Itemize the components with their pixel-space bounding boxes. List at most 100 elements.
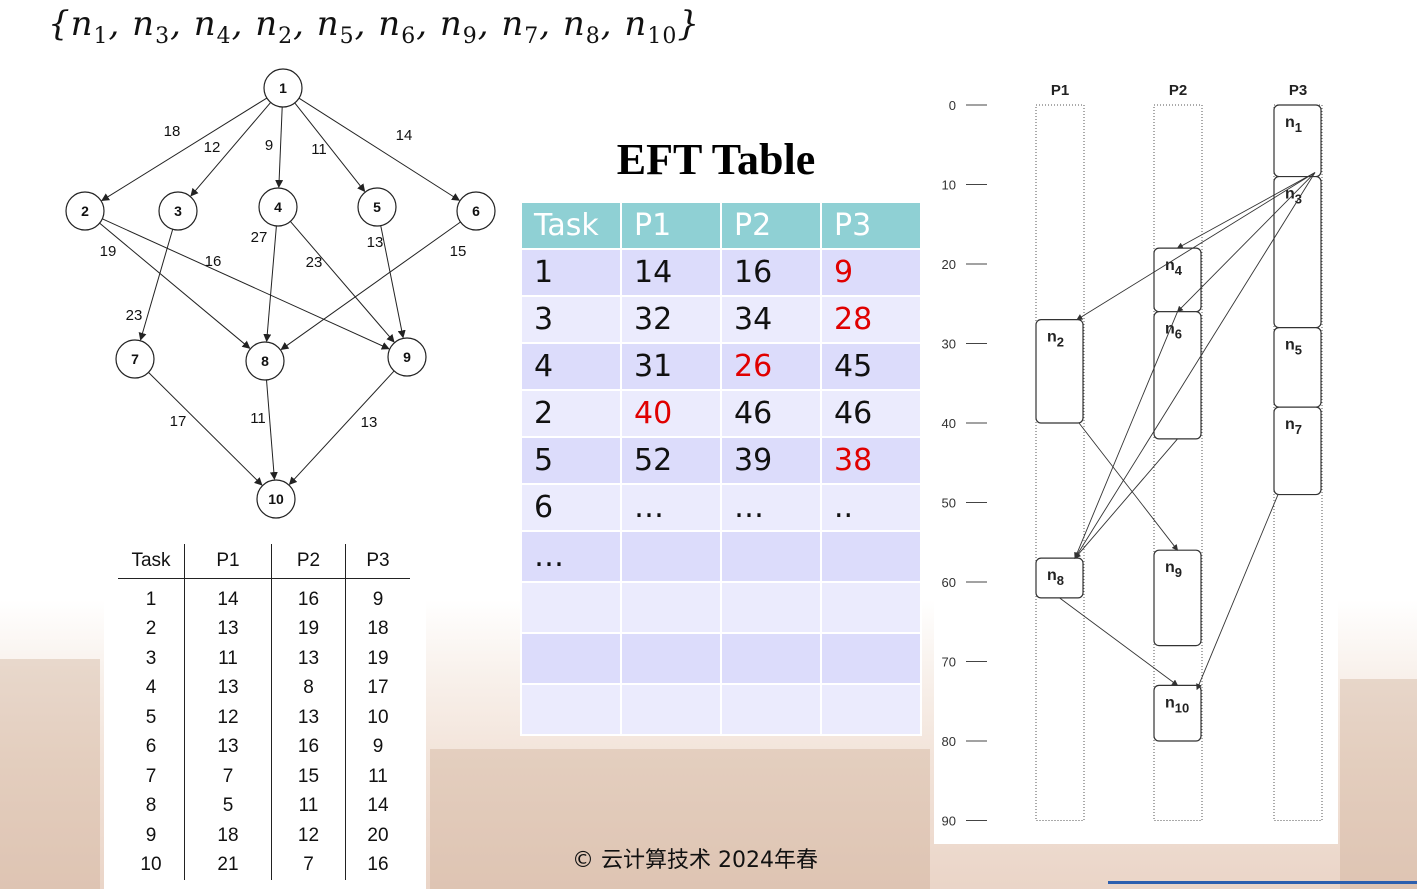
- comp-cell: 6: [118, 732, 185, 762]
- eft-header-p1: P1: [620, 201, 722, 250]
- eft-header-p2: P2: [720, 201, 822, 250]
- comp-cell: 13: [184, 614, 272, 644]
- order-list: n1, n3, n4, n2, n5, n6, n9, n7, n8, n10: [71, 4, 678, 49]
- eft-row: [520, 632, 922, 685]
- gantt-processor-header: P3: [1289, 82, 1307, 99]
- dag-edge-weight: 19: [100, 243, 117, 260]
- comp-cell: 9: [372, 588, 384, 610]
- eft-row: 6……..: [520, 483, 922, 532]
- eft-cell: 52: [620, 436, 722, 485]
- eft-cell: [820, 683, 922, 736]
- gantt-dependency-arrow: [1176, 172, 1316, 313]
- dag-edge-9-10: [288, 370, 395, 486]
- order-item: n5,: [316, 4, 379, 49]
- gantt-processor-lane: [1035, 104, 1085, 821]
- dag-node-label: 10: [268, 491, 284, 507]
- gantt-tick-label: 80: [942, 734, 956, 749]
- gantt-tick-label: 20: [942, 257, 956, 272]
- dag-node-7: [115, 339, 155, 379]
- dag-node-label: 6: [472, 203, 480, 219]
- eft-cell: ..: [820, 483, 922, 532]
- dag-edge-weight: 14: [396, 127, 413, 144]
- eft-cell-min: 40: [620, 389, 722, 438]
- gantt-dependency-arrow: [1196, 494, 1279, 691]
- eft-cell: 5: [520, 436, 622, 485]
- gantt-tick-label: 10: [942, 178, 956, 193]
- footer-divider: [1108, 881, 1417, 884]
- dag-node-label: 4: [274, 199, 282, 215]
- comp-header-task: Task: [118, 544, 185, 579]
- comp-cell: 7: [184, 762, 272, 792]
- dag-node-label: 2: [81, 203, 89, 219]
- dag-node-1: [263, 68, 303, 108]
- comp-cell: 20: [367, 824, 389, 846]
- comp-cell: 13: [271, 703, 346, 733]
- eft-cell: 2: [520, 389, 622, 438]
- dag-edge-weight: 13: [367, 234, 384, 251]
- gantt-task-label: n6: [1165, 321, 1182, 342]
- gantt-tick-label: 30: [942, 337, 956, 352]
- eft-cell: 1: [520, 248, 622, 297]
- gantt-tick-label: 70: [942, 655, 956, 670]
- eft-cell: 6: [520, 483, 622, 532]
- dag-edge-weight: 13: [361, 414, 378, 431]
- comp-cell: 10: [367, 706, 389, 728]
- gantt-dependency-arrow: [1059, 597, 1179, 686]
- order-item: n4,: [193, 4, 256, 49]
- gantt-task-box: [1273, 327, 1322, 408]
- dag-edge-1-2: [101, 97, 268, 201]
- dag-edge-weight: 23: [126, 307, 143, 324]
- comp-cell: 12: [271, 821, 346, 851]
- order-item: n9,: [439, 4, 502, 49]
- eft-table-title: EFT Table: [616, 135, 816, 184]
- eft-header-p3: P3: [820, 201, 922, 250]
- comp-cell: 9: [118, 821, 185, 851]
- comp-cell: 13: [271, 644, 346, 674]
- eft-cell: [620, 581, 722, 634]
- gantt-dependency-arrow: [1074, 172, 1316, 559]
- comp-cell: 5: [184, 791, 272, 821]
- comp-cell: 8: [118, 791, 185, 821]
- gantt-task-label: n7: [1285, 416, 1302, 437]
- dag-edge-1-3: [190, 102, 272, 197]
- gantt-task-label: n8: [1047, 567, 1064, 588]
- gantt-tick-label: 90: [942, 814, 956, 829]
- comp-cell: 14: [184, 578, 272, 615]
- eft-cell: [720, 683, 822, 736]
- comp-cell: 12: [184, 703, 272, 733]
- eft-cell: [720, 530, 822, 583]
- order-item: n8,: [562, 4, 625, 49]
- dag-edge-weight: 9: [265, 137, 273, 154]
- comp-cell: 16: [271, 732, 346, 762]
- dag-node-8: [245, 341, 285, 381]
- comp-cell: 16: [271, 578, 346, 615]
- gantt-task-label: n9: [1165, 559, 1182, 580]
- comp-cell: 13: [184, 732, 272, 762]
- comp-cell: 15: [271, 762, 346, 792]
- eft-cell: 46: [720, 389, 822, 438]
- eft-cell-min: 28: [820, 295, 922, 344]
- comp-cell: 11: [271, 791, 346, 821]
- gantt-dependency-arrow: [1078, 422, 1179, 551]
- eft-cell: 39: [720, 436, 822, 485]
- dag-edge-7-10: [148, 372, 263, 486]
- eft-row: [520, 683, 922, 736]
- comp-header-p2: P2: [271, 544, 346, 579]
- dag-edge-weight: 23: [306, 254, 323, 271]
- eft-cell: 14: [620, 248, 722, 297]
- eft-header-task: Task: [520, 201, 622, 250]
- eft-cell: 45: [820, 342, 922, 391]
- gantt-tick-label: 40: [942, 416, 956, 431]
